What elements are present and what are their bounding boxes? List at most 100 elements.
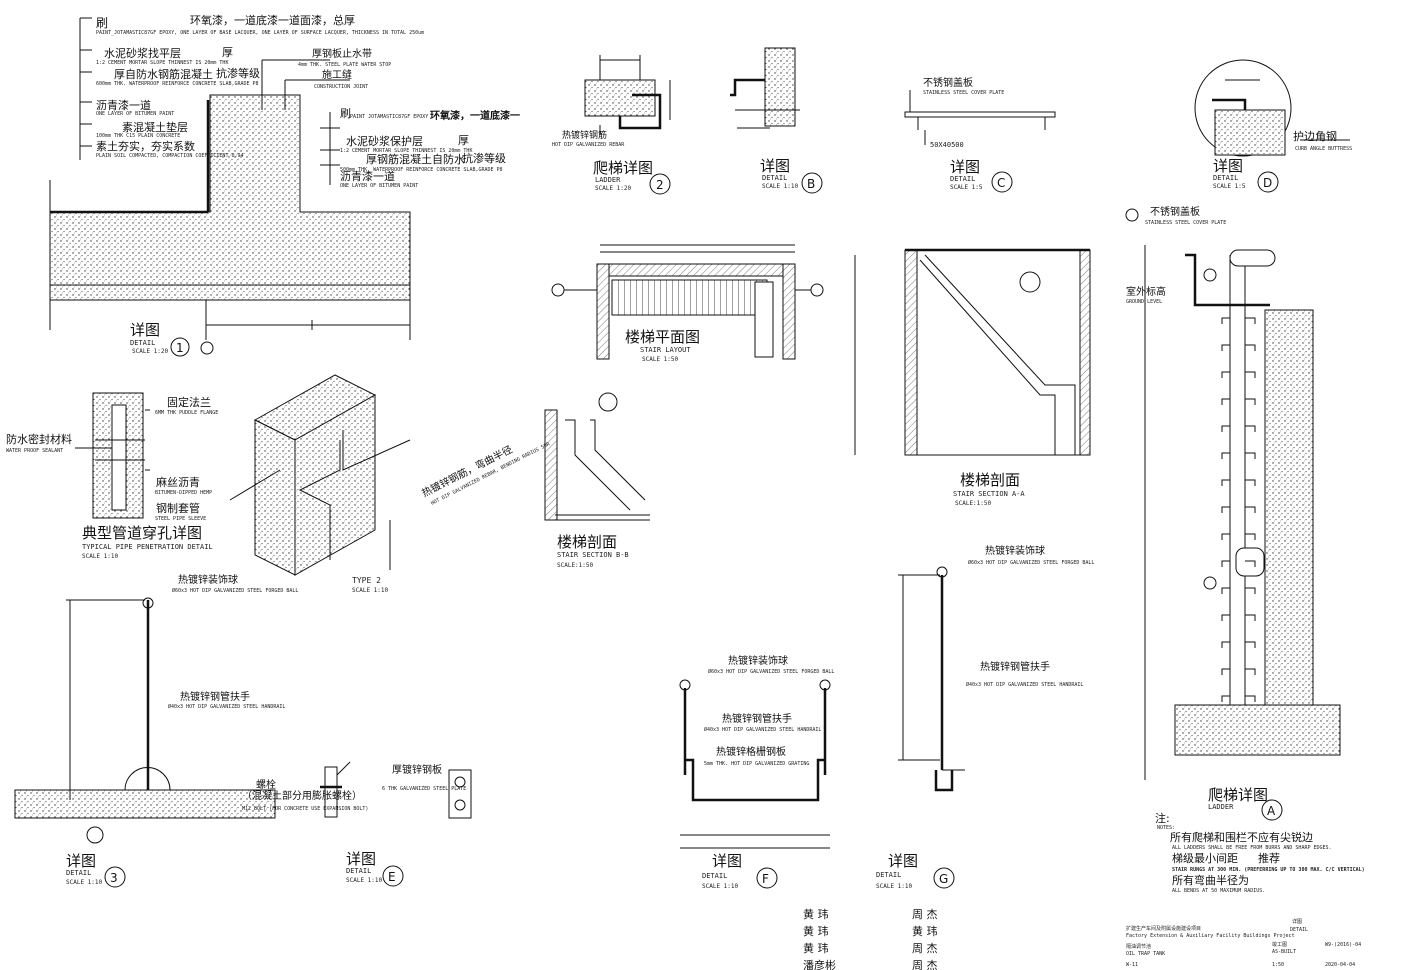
railF-grating: 热镀锌格栅钢板 — [716, 745, 786, 758]
ladder2-rebar: 热镀锌钢筋 — [562, 129, 607, 141]
railF-grating-en: 5mm THK. HOT DIP GALVANIZED GRATING — [704, 761, 809, 767]
tb-name-mid-3: 周 杰 — [912, 908, 938, 921]
d1-label-0-en: PAINT_JOTAMASTIC87GF EPOXY, ONE LAYER OF… — [96, 30, 424, 36]
dF-mark-circle — [756, 867, 778, 889]
dF-sub: DETAIL — [702, 872, 727, 880]
rail3-ball: 热镀锌装饰球 — [178, 573, 238, 586]
notes-head-en: NOTES: — [1157, 825, 1175, 831]
tb-name-left-0: 黄 玮 — [803, 907, 829, 921]
d3-mark-circle — [104, 866, 126, 888]
d1-label-9: 厚钢板止水带 — [312, 47, 372, 60]
railG-handrail: 热镀锌钢管扶手 — [980, 660, 1050, 673]
wall-label-1: 环氧漆，一道底漆一 — [430, 109, 520, 122]
coverC-label: 不锈钢盖板 — [923, 76, 973, 89]
stair-plan-title: 楼梯平面图 — [625, 328, 700, 346]
dE-mark-circle — [382, 865, 404, 887]
dC-sub: DETAIL — [950, 175, 975, 183]
d1-label-3: 厚 — [222, 46, 233, 59]
boltE-note: （混凝土部分用膨胀螺栓） — [242, 789, 362, 802]
ladder-rung — [1221, 506, 1230, 513]
wall-label-2: 水泥砂浆保护层 — [346, 134, 423, 148]
note-3-en: ALL BENDS AT 50 MAXIMUM RADIUS. — [1172, 888, 1265, 894]
detail3-drawing — [14, 597, 276, 844]
coverC-size: 50X40500 — [930, 141, 964, 149]
tb-scale: 1:50 — [1272, 962, 1284, 968]
dA-sub: LADDER — [1208, 803, 1234, 811]
dG-scale: SCALE 1:10 — [876, 883, 913, 890]
stair-bb-sub: STAIR SECTION B-B — [557, 551, 629, 559]
ladder-rung — [1221, 614, 1230, 621]
stair-aa-title: 楼梯剖面 — [960, 471, 1020, 489]
tb-name-left-2: 黄 玮 — [803, 941, 829, 955]
ladderA-drawing — [1125, 208, 1341, 780]
d1-label-9-en: 4mm THK. STEEL PLATE WATER STOP — [298, 62, 391, 68]
tb-name-mid-0: 黄 玮 — [912, 924, 938, 938]
note-2b: 推荐 — [1258, 851, 1280, 865]
notes-head: 注: — [1155, 811, 1170, 825]
dD-mark-circle — [1257, 171, 1279, 193]
ladderA-ground: 室外标高 — [1126, 285, 1166, 298]
stair-section-bb-drawing — [544, 392, 650, 521]
d2-sub: LADDER — [595, 176, 621, 184]
ladder-rung — [1245, 641, 1256, 648]
railG-ball-en: Ø60x3 HOT DIP GALVANIZED STEEL FORGED BA… — [968, 559, 1094, 566]
d1-label-7-en: 100mm THK C15 PLAIN CONCRETE — [96, 133, 180, 139]
ladder-rung — [1245, 695, 1256, 702]
wall-label-0-en: PAINT JOTAMASTIC87GF EPOXY — [350, 114, 428, 120]
type2-drawing — [229, 374, 411, 576]
pipe-label-sleeve: 钢制套管 — [156, 501, 200, 515]
boltE-label-en: M12 BOLT (FOR CONCRETE USE EXPANSION BOL… — [242, 806, 368, 812]
type2-title: TYPE 2 — [352, 576, 381, 585]
detailC-drawing — [904, 90, 1056, 145]
d1-scale: SCALE 1:20 — [132, 348, 169, 355]
dA-mark: A — [1267, 804, 1276, 818]
d1-title: 详图 — [130, 321, 160, 339]
d3-title: 详图 — [66, 852, 96, 870]
pipe-penetration-drawing — [75, 392, 150, 519]
pipe-label-flange-en: 6MM THK PUDDLE FLANGE — [155, 410, 218, 416]
wall-label-4: 厚钢筋混凝土自防水 — [366, 152, 465, 166]
dE-title: 详图 — [346, 850, 376, 868]
wall-label-6: 沥青漆一道 — [340, 169, 395, 183]
tb-name-left-3: 潘彦彬 — [803, 958, 836, 970]
detailE-drawing — [320, 761, 472, 819]
stair-plan-drawing — [551, 244, 824, 360]
ladder-rung — [1245, 587, 1256, 594]
dA-mark-circle — [1261, 799, 1283, 821]
d1-label-10-en: CONSTRUCTION JOINT — [314, 84, 368, 90]
railG-ball: 热镀锌装饰球 — [985, 544, 1045, 557]
tb-type-en: DETAIL — [1290, 927, 1308, 933]
d1-label-2: 水泥砂浆找平层 — [104, 46, 181, 60]
ladder-rung — [1245, 668, 1256, 675]
dF-mark: F — [762, 872, 769, 886]
d1-label-7: 素混凝土垫层 — [122, 120, 188, 134]
ladder-rung — [1221, 398, 1230, 405]
ladderA-cover: 不锈钢盖板 — [1150, 205, 1200, 218]
pipe-scale: SCALE 1:10 — [82, 553, 119, 560]
tb-date: 2020-04-04 — [1325, 962, 1355, 968]
dC-title: 详图 — [950, 158, 980, 176]
ladder-rung — [1245, 398, 1256, 405]
ladder-rung — [1245, 560, 1256, 567]
tb-type-cn: 详图 — [1292, 918, 1302, 925]
d1-label-4: 厚自防水钢筋混凝土 — [114, 67, 213, 81]
ladder-rung — [1245, 317, 1256, 324]
stair-bb-scale: SCALE:1:50 — [557, 562, 594, 569]
note-2: 梯级最小间距 — [1172, 852, 1238, 865]
rail3-ball-en: Ø60x3 HOT DIP GALVANIZED STEEL FORGED BA… — [172, 587, 298, 594]
d1-label-8: 素土夯实，夯实系数 — [96, 139, 195, 153]
ladderA-cover-en: STAINLESS STEEL COVER PLATE — [1145, 220, 1226, 226]
tb-drawing-cn: 隔油调节池 — [1126, 943, 1151, 950]
ladder-rung — [1245, 371, 1256, 378]
ladder-rung — [1221, 695, 1230, 702]
d1-axis-bubble — [200, 341, 214, 355]
boltE-label: 螺栓 — [256, 778, 276, 791]
angleD-label: 护边角钢 — [1293, 129, 1337, 143]
wall-label-4-en: 500mm THK. WATERPROOF REINFORCE CONCRETE… — [340, 167, 503, 173]
dB-scale: SCALE 1:10 — [762, 183, 799, 190]
railF-handrail-en: Ø40x3 HOT DIP GALVANIZED STEEL HANDRAIL — [704, 726, 821, 733]
dG-mark: G — [939, 872, 948, 886]
stair-section-aa-drawing — [854, 248, 1091, 456]
tb-sheet: W-11 — [1126, 962, 1138, 968]
titleblock: 黄 玮 黄 玮 黄 玮 潘彦彬 黄 玮 周 杰 周 杰 周 杰 扩建生产车间及附… — [803, 907, 1361, 970]
